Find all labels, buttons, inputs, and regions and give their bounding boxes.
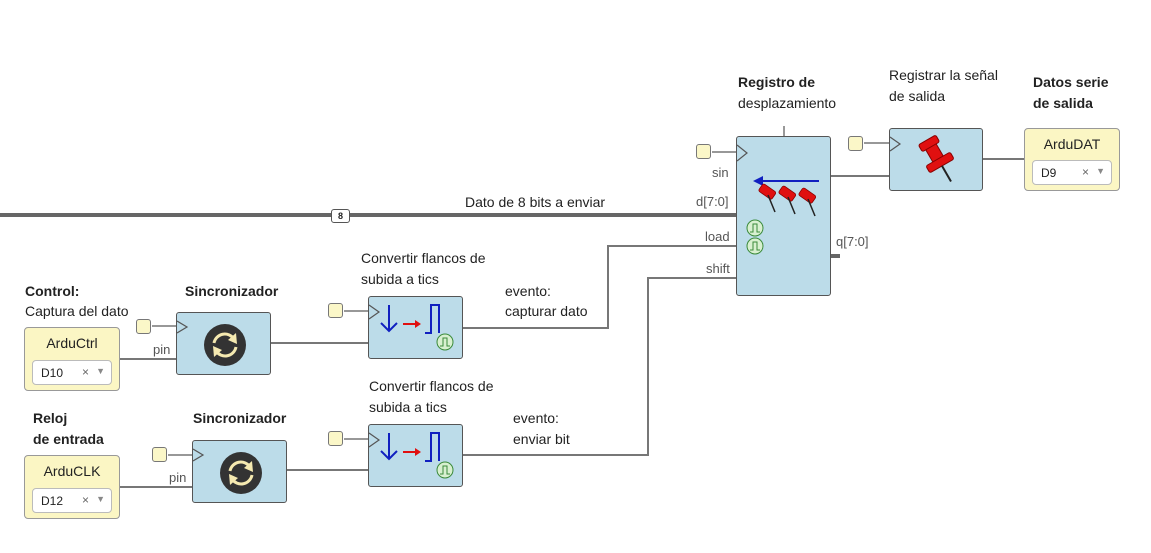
edge-to-tick-icon (369, 432, 454, 479)
event2-label-2: enviar bit (513, 431, 570, 447)
pin-select-value: D10 (41, 366, 64, 380)
port-q: q[7:0] (836, 234, 869, 249)
output-register-block[interactable] (889, 128, 983, 191)
conv2-label-2: subida a tics (369, 399, 447, 415)
clock-input-register[interactable] (696, 144, 711, 159)
output-ff-label-2: de salida (889, 88, 946, 104)
conv2-label-1: Convertir flancos de (369, 378, 494, 394)
wire-load (463, 245, 736, 329)
clock-input-sync2[interactable] (152, 447, 167, 462)
bus-width-badge: 8 (331, 209, 350, 223)
clear-icon[interactable]: × (1081, 165, 1089, 179)
edge-to-tick-block-2[interactable] (368, 424, 463, 487)
clock-input-conv1[interactable] (328, 303, 343, 318)
output-ff-label-1: Registrar la señal (889, 67, 998, 83)
clock-input-output-ff[interactable] (848, 136, 863, 151)
pin-select-arduclk[interactable]: D12 × ▼ (32, 488, 112, 513)
sync2-title: Sincronizador (193, 410, 287, 426)
pin-block-arduclk[interactable]: ArduCLK D12 × ▼ (24, 455, 120, 519)
port-d: d[7:0] (696, 194, 729, 209)
sync1-title: Sincronizador (185, 283, 279, 299)
pin-name: ArduDAT (1043, 136, 1101, 152)
clock-title-2: de entrada (33, 431, 104, 447)
conv1-label-2: subida a tics (361, 271, 439, 287)
pin-select-value: D9 (1041, 166, 1057, 180)
pin-select-value: D12 (41, 494, 64, 508)
port-pin-2: pin (169, 470, 187, 485)
chevron-down-icon[interactable]: ▼ (1096, 166, 1105, 176)
conv1-label-1: Convertir flancos de (361, 250, 486, 266)
control-title: Control: (25, 283, 80, 299)
edge-to-tick-icon (369, 304, 454, 351)
output-title-1: Datos serie (1033, 74, 1109, 90)
event1-label-1: evento: (505, 283, 551, 299)
clock-title-1: Reloj (33, 410, 68, 426)
clear-icon[interactable]: × (81, 365, 89, 379)
chevron-down-icon[interactable]: ▼ (96, 366, 105, 376)
register-title: Registro de (738, 74, 816, 90)
sync-icon (177, 320, 246, 366)
synchronizer-block-1[interactable] (176, 312, 271, 375)
edge-to-tick-block-1[interactable] (368, 296, 463, 359)
chevron-down-icon[interactable]: ▼ (96, 494, 105, 504)
wire-shift (463, 277, 736, 456)
register-subtitle: desplazamiento (738, 95, 837, 111)
shift-register-block[interactable] (736, 136, 831, 296)
pin-select-arductrl[interactable]: D10 × ▼ (32, 360, 112, 385)
pin-name: ArduCtrl (46, 335, 98, 351)
event1-label-2: capturar dato (505, 303, 588, 319)
sync-icon (193, 448, 262, 494)
synchronizer-block-2[interactable] (192, 440, 287, 503)
port-load: load (705, 229, 730, 244)
control-subtitle: Captura del dato (25, 303, 129, 319)
pin-select-ardudat[interactable]: D9 × ▼ (1032, 160, 1112, 185)
port-pin-1: pin (153, 342, 171, 357)
port-sin: sin (712, 165, 729, 180)
pushpin-icon (890, 135, 954, 183)
clock-input-conv2[interactable] (328, 431, 343, 446)
shift-register-icon (737, 144, 819, 255)
pin-block-arductrl[interactable]: ArduCtrl D10 × ▼ (24, 327, 120, 391)
clear-icon[interactable]: × (81, 493, 89, 507)
port-shift: shift (706, 261, 730, 276)
event2-label-1: evento: (513, 410, 559, 426)
bus-label: Dato de 8 bits a enviar (465, 194, 606, 210)
clock-input-sync1[interactable] (136, 319, 151, 334)
pin-name: ArduCLK (43, 463, 101, 479)
output-title-2: de salida (1033, 95, 1093, 111)
pin-block-ardudat[interactable]: ArduDAT D9 × ▼ (1024, 128, 1120, 191)
